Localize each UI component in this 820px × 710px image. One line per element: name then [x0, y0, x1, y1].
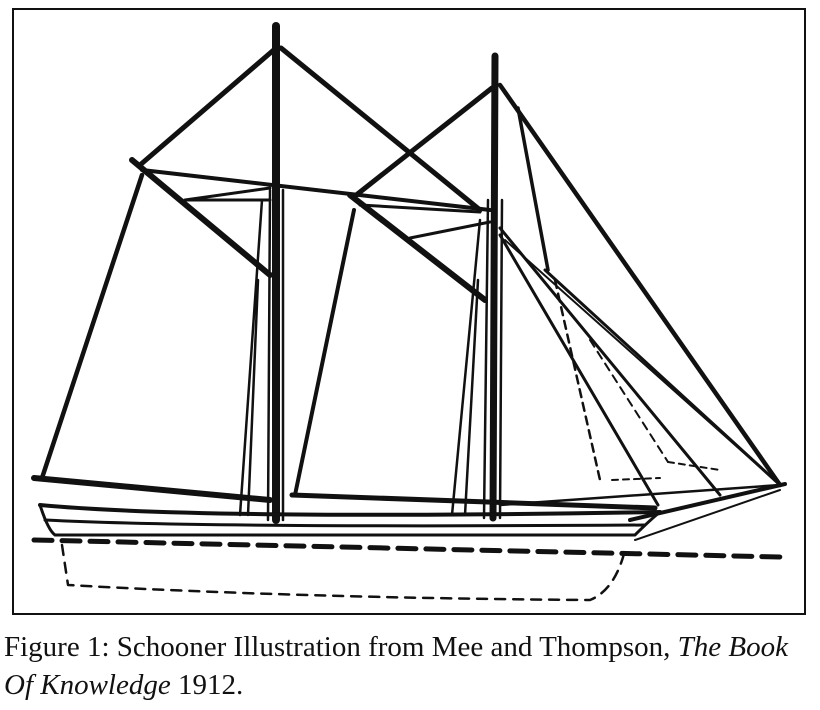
figure-image-frame — [12, 8, 806, 615]
book-title: The Book Of Knowledge — [4, 631, 788, 701]
figure-label: Figure 1: — [4, 631, 110, 663]
figure-year: 1912 — [178, 669, 236, 701]
figure-caption: Figure 1: Schooner Illustration from Mee… — [4, 628, 816, 704]
figure-description: Schooner Illustration from Mee and Thomp… — [116, 631, 671, 663]
schooner-illustration — [31, 22, 787, 602]
caption-end: . — [236, 669, 244, 701]
